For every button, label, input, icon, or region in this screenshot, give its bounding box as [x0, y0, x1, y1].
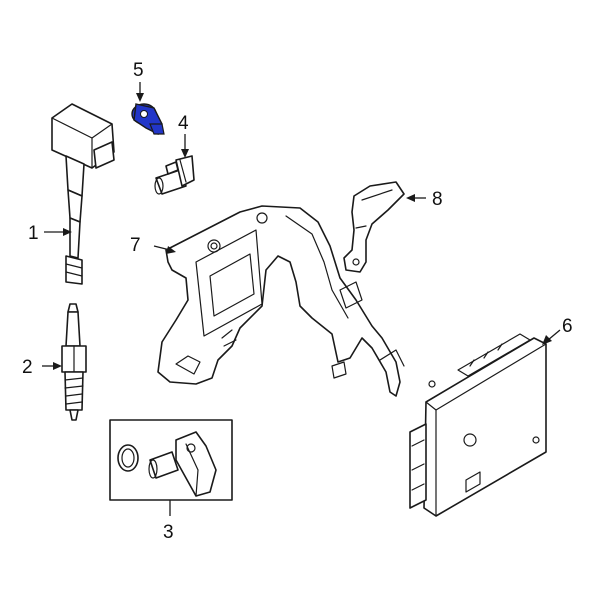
knock-sensor-icon[interactable]	[131, 103, 165, 135]
callout-3: 3	[163, 522, 174, 543]
ecm-bracket-icon[interactable]	[157, 205, 405, 397]
callout-5: 5	[133, 60, 144, 81]
spark-plug-icon[interactable]	[61, 303, 87, 421]
callout-8: 8	[432, 189, 443, 210]
camshaft-position-sensor-icon[interactable]	[148, 431, 217, 497]
callout-4: 4	[178, 113, 189, 134]
ignition-coil-icon[interactable]	[51, 103, 115, 285]
crankshaft-position-sensor-icon[interactable]	[154, 155, 195, 195]
o-ring-icon[interactable]	[117, 444, 139, 472]
engine-control-module-icon[interactable]	[409, 333, 547, 517]
callout-2: 2	[22, 357, 33, 378]
callout-6: 6	[562, 316, 573, 337]
camshaft-position-sensor-group	[109, 419, 233, 501]
callout-7: 7	[130, 235, 141, 256]
callout-1: 1	[28, 223, 39, 244]
mounting-bracket-icon[interactable]	[343, 181, 405, 273]
leader-lines	[42, 82, 561, 516]
